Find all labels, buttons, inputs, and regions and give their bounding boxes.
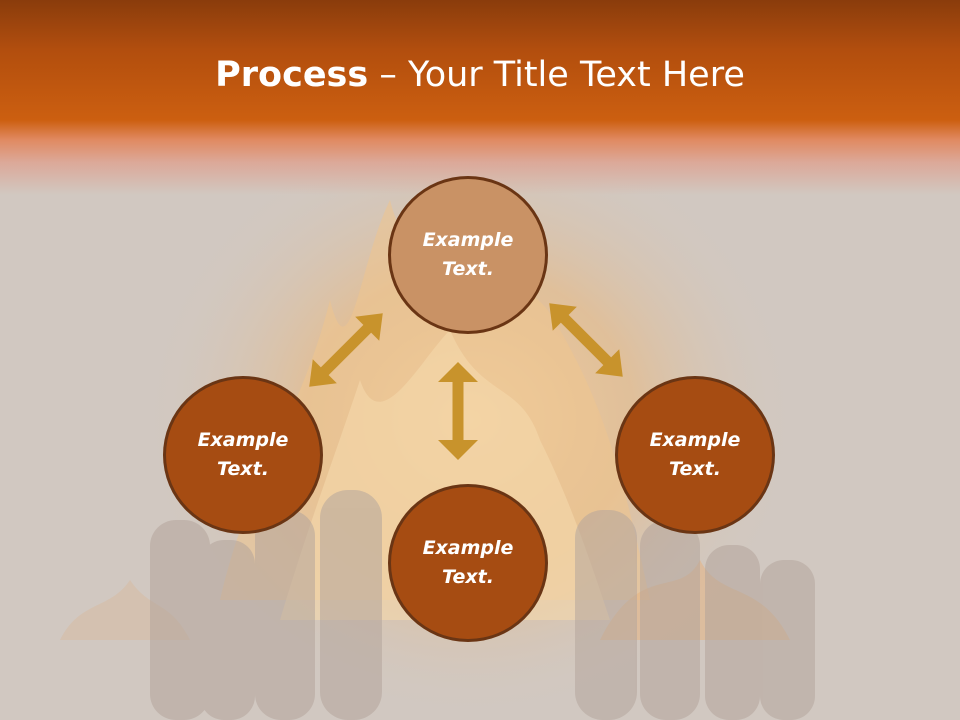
process-node-top: Example Text. [388, 176, 548, 334]
title-bold: Process [215, 55, 369, 95]
arrow-vertical [438, 362, 478, 460]
node-left-text: Example Text. [197, 429, 289, 480]
title-rest: – Your Title Text Here [368, 55, 745, 95]
process-node-bottom: Example Text. [388, 484, 548, 642]
node-bottom-text: Example Text. [422, 537, 514, 588]
process-node-left: Example Text. [163, 376, 323, 534]
arrow-top-right [549, 303, 623, 377]
process-node-right: Example Text. [615, 376, 775, 534]
node-top-text: Example Text. [422, 229, 514, 280]
arrow-left-top [309, 313, 383, 387]
slide-title: Process – Your Title Text Here [0, 52, 960, 98]
node-right-text: Example Text. [649, 429, 741, 480]
title-bar [0, 0, 960, 195]
